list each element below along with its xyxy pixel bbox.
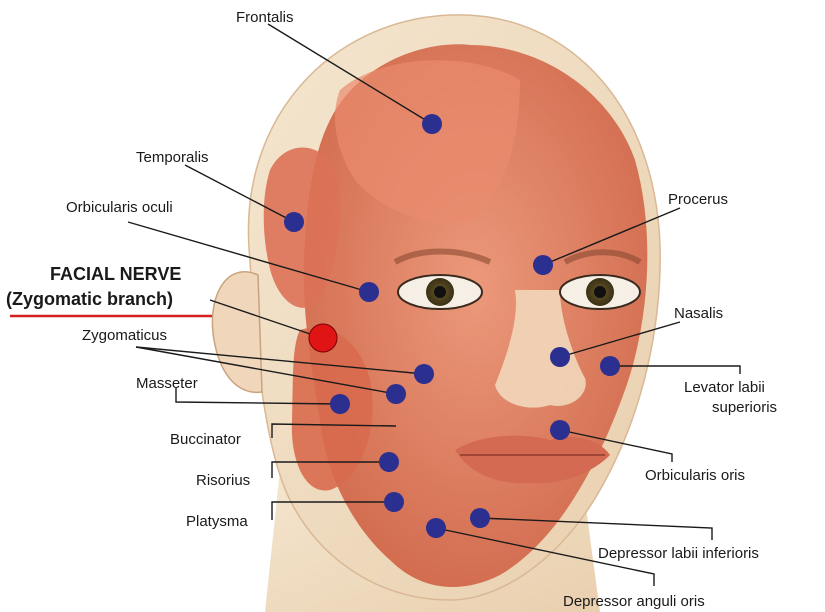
label-nasalis: Nasalis (674, 305, 723, 322)
label-facial-nerve-branch: (Zygomatic branch) (6, 289, 173, 309)
label-depressor-labii: Depressor labii inferioris (598, 545, 759, 562)
label-platysma: Platysma (186, 513, 248, 530)
label-levator-line2: superioris (712, 399, 777, 416)
marker-depressor-labii (470, 508, 490, 528)
label-frontalis: Frontalis (236, 9, 294, 26)
label-zygomaticus: Zygomaticus (82, 327, 167, 344)
label-buccinator: Buccinator (170, 431, 241, 448)
label-depressor-anguli: Depressor anguli oris (563, 593, 705, 610)
label-masseter: Masseter (136, 375, 198, 392)
marker-masseter (330, 394, 350, 414)
marker-zygomaticus-major (414, 364, 434, 384)
label-risorius: Risorius (196, 472, 250, 489)
label-orbicularis-oculi: Orbicularis oculi (66, 199, 173, 216)
marker-platysma (384, 492, 404, 512)
marker-frontalis (422, 114, 442, 134)
marker-zygomaticus-minor (386, 384, 406, 404)
left-eye (398, 275, 482, 309)
marker-risorius (379, 452, 399, 472)
label-levator-line1: Levator labii (684, 379, 765, 396)
label-procerus: Procerus (668, 191, 728, 208)
marker-facial-nerve (309, 324, 337, 352)
label-orbicularis-oris: Orbicularis oris (645, 467, 745, 484)
label-temporalis: Temporalis (136, 149, 209, 166)
marker-levator (600, 356, 620, 376)
ear (212, 272, 262, 393)
right-eye (560, 275, 640, 309)
marker-temporalis (284, 212, 304, 232)
marker-orbicularis-oculi (359, 282, 379, 302)
marker-orbicularis-oris (550, 420, 570, 440)
marker-nasalis (550, 347, 570, 367)
marker-procerus (533, 255, 553, 275)
label-facial-nerve-title: FACIAL NERVE (50, 264, 181, 284)
marker-depressor-anguli (426, 518, 446, 538)
